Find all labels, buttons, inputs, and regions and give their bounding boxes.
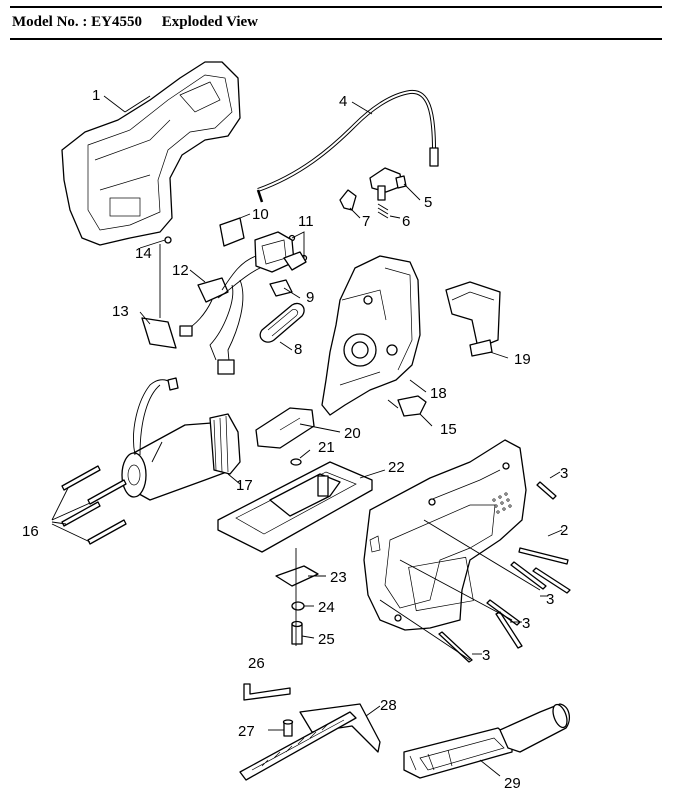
callout-6: 6 <box>402 213 410 230</box>
part-7-clip <box>339 189 357 211</box>
callout-16: 16 <box>22 523 39 540</box>
callout-23: 23 <box>330 569 347 586</box>
callout-21: 21 <box>318 439 335 456</box>
callout-28: 28 <box>380 697 397 714</box>
callout-10: 10 <box>252 206 269 223</box>
part-19-cover <box>445 281 501 357</box>
part-24-washer <box>291 601 305 611</box>
part-27-screw <box>282 719 294 737</box>
callout-2: 2 <box>560 522 568 539</box>
callout-8: 8 <box>294 341 302 358</box>
callout-3-bottom: 3 <box>482 647 490 664</box>
callout-9: 9 <box>306 289 314 306</box>
part-10-insulator <box>219 217 245 247</box>
callout-26: 26 <box>248 655 265 672</box>
callout-15: 15 <box>440 421 457 438</box>
callout-3-lower: 3 <box>522 615 530 632</box>
part-26-hex-wrench <box>243 683 291 701</box>
callout-4: 4 <box>339 93 347 110</box>
header-top-rule <box>10 6 662 8</box>
callout-29: 29 <box>504 775 521 792</box>
callout-20: 20 <box>344 425 361 442</box>
view-title: Exploded View <box>161 14 259 30</box>
part-18-gear-case <box>321 255 421 416</box>
callout-13: 13 <box>112 303 129 320</box>
part-15-knob <box>387 395 427 417</box>
part-28-rip-fence <box>239 703 381 781</box>
part-1-housing-left <box>61 61 241 246</box>
part-5-switch-lever <box>369 167 407 201</box>
callout-25: 25 <box>318 631 335 648</box>
part-22-base-plate <box>217 461 373 553</box>
part-4-lead-wire <box>256 89 439 203</box>
part-9-pad <box>269 279 293 297</box>
callout-22: 22 <box>388 459 405 476</box>
callout-3-mid: 3 <box>546 591 554 608</box>
part-23-clamp <box>275 565 319 587</box>
callout-27: 27 <box>238 723 255 740</box>
part-2-housing-right <box>363 439 527 631</box>
part-8-cover <box>259 302 305 343</box>
callout-14: 14 <box>135 245 152 262</box>
callout-17: 17 <box>236 477 253 494</box>
callout-3-top: 3 <box>560 465 568 482</box>
model-number-label: Model No. : EY4550 <box>12 14 142 30</box>
part-29-dust-nozzle <box>403 703 571 779</box>
part-12-switch <box>179 231 307 375</box>
callout-12: 12 <box>172 262 189 279</box>
header-bottom-rule <box>10 38 662 40</box>
part-13-plate <box>141 244 177 349</box>
part-16-motor-screws <box>51 465 127 545</box>
part-25-bolt <box>291 620 303 645</box>
callout-7: 7 <box>362 213 370 230</box>
callout-19: 19 <box>514 351 531 368</box>
leader-lines <box>103 95 563 777</box>
callout-1: 1 <box>92 87 100 104</box>
callout-5: 5 <box>424 194 432 211</box>
page-header: Model No. : EY4550 Exploded View <box>12 14 258 31</box>
part-6-spring <box>377 203 389 219</box>
callout-11: 11 <box>298 213 314 230</box>
part-14-screw <box>164 236 172 244</box>
callout-24: 24 <box>318 599 335 616</box>
callout-labels: 1 4 5 6 7 10 11 12 9 8 13 14 19 18 15 20… <box>22 87 568 792</box>
part-20-guide <box>255 407 315 449</box>
part-3-screws <box>379 481 571 663</box>
part-17-motor <box>121 377 241 501</box>
callout-18: 18 <box>430 385 447 402</box>
part-21-washer <box>290 458 302 466</box>
